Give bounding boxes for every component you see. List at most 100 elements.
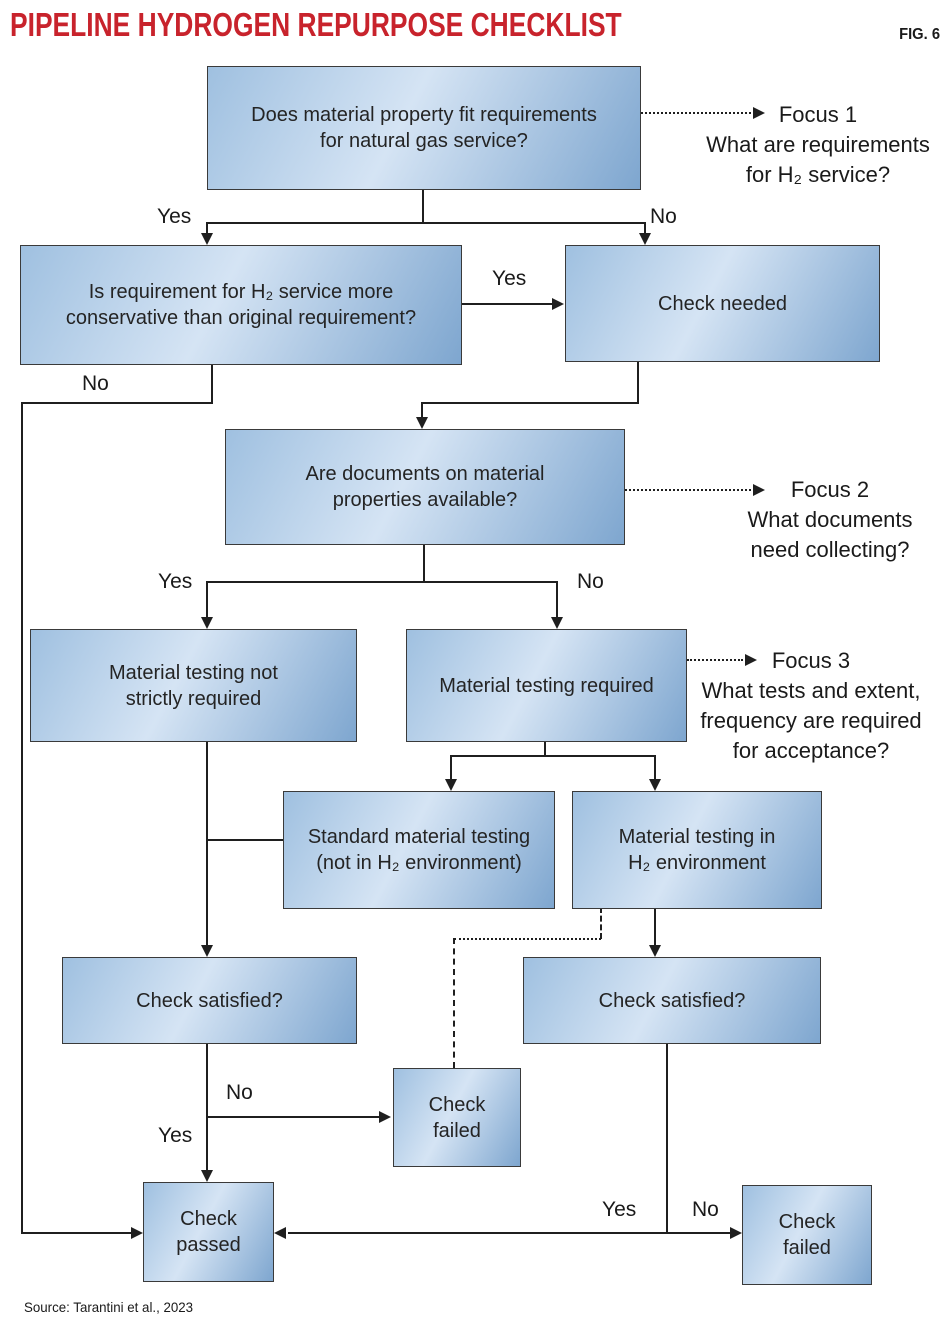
box-text-line: passed xyxy=(176,1234,241,1256)
connector-h2-to-satisfied xyxy=(654,907,656,945)
box-text-line: H₂ environment xyxy=(628,852,766,874)
edge-label-yes: Yes xyxy=(158,1124,193,1147)
connector-documents-branch xyxy=(206,581,558,583)
figure-label: FIG. 6 xyxy=(899,26,940,43)
box-text-line: Material testing required xyxy=(439,674,654,697)
edge-label-no: No xyxy=(82,372,109,395)
connector-satisfied-right-stem xyxy=(666,1042,668,1234)
flow-box-check-failed-mid: Check failed xyxy=(393,1068,521,1167)
box-text-line: failed xyxy=(433,1119,481,1142)
flow-box-check-satisfied-left: Check satisfied? xyxy=(62,957,357,1044)
box-text-line: Check needed xyxy=(658,292,787,315)
connector-into-check-passed-left xyxy=(21,1232,131,1234)
connector-conservative-no-stem xyxy=(211,363,213,404)
box-text-line: Does material property fit requirements xyxy=(251,104,597,126)
arrowhead-left-icon xyxy=(274,1227,286,1239)
edge-label-yes: Yes xyxy=(158,570,193,593)
connector-conservative-yes xyxy=(460,303,552,305)
connector-fit-no-drop xyxy=(644,222,646,234)
arrowhead-down-icon xyxy=(201,233,213,245)
box-text-line: Check xyxy=(428,1093,486,1116)
connector-satisfied-left-no xyxy=(207,1116,379,1118)
box-text-line: failed xyxy=(783,1237,831,1259)
connector-documents-no-drop xyxy=(556,581,558,617)
focus-note-line: What documents xyxy=(747,507,913,532)
edge-label-no: No xyxy=(577,570,604,593)
connector-fit-yes-drop xyxy=(206,222,208,234)
focus-note-line: for H₂ service? xyxy=(745,162,891,187)
connector-check-needed-elbow xyxy=(421,402,639,404)
focus2-dotted-line xyxy=(625,489,751,491)
focus-note-2: Focus 2 What documents need collecting? xyxy=(712,475,948,565)
arrowhead-right-icon xyxy=(131,1227,143,1239)
focus-note-line: need collecting? xyxy=(750,537,910,562)
page-title: PIPELINE HYDROGEN REPURPOSE CHECKLIST xyxy=(10,6,622,43)
flow-box-testing-required: Material testing required xyxy=(406,629,687,742)
flow-box-requirement-conservative: Is requirement for H₂ service more conse… xyxy=(20,245,462,365)
box-text-line: properties available? xyxy=(332,489,518,511)
box-text-line: for natural gas service? xyxy=(320,130,528,152)
focus-note-3: Focus 3 What tests and extent, frequency… xyxy=(688,646,934,766)
dashed-h2-fail-stem xyxy=(600,907,602,939)
edge-label-yes: Yes xyxy=(492,267,527,290)
connector-conservative-no-elbow xyxy=(21,402,213,404)
connector-fit-stem xyxy=(422,188,424,222)
flow-box-check-passed: Check passed xyxy=(143,1182,274,1282)
edge-label-no: No xyxy=(692,1198,719,1221)
flow-box-material-fit: Does material property fit requirements … xyxy=(207,66,641,190)
box-text-line: (not in H₂ environment) xyxy=(316,852,522,874)
edge-label-no: No xyxy=(650,205,677,228)
flow-box-testing-not-required: Material testing not strictly required xyxy=(30,629,357,742)
connector-testing-required-stem xyxy=(544,740,546,757)
arrowhead-down-icon xyxy=(201,945,213,957)
arrowhead-down-icon xyxy=(639,233,651,245)
focus-note-line: for acceptance? xyxy=(732,738,890,763)
box-text-line: conservative than original requirement? xyxy=(65,307,417,329)
arrowhead-down-icon xyxy=(649,945,661,957)
box-text-line: strictly required xyxy=(125,687,262,710)
arrowhead-down-icon xyxy=(201,1170,213,1182)
focus-note-line: Focus 2 xyxy=(790,477,870,502)
arrowhead-down-icon xyxy=(201,617,213,629)
arrowhead-right-icon xyxy=(753,107,765,119)
connector-documents-stem xyxy=(423,543,425,583)
connector-satisfied-right-no xyxy=(667,1232,730,1234)
dashed-h2-fail-drop xyxy=(453,938,455,1068)
edge-label-yes: Yes xyxy=(157,205,192,228)
arrowhead-right-icon xyxy=(745,654,757,666)
box-text-line: Is requirement for H₂ service more xyxy=(88,281,394,303)
connector-not-required-stem xyxy=(206,740,208,945)
flow-box-check-needed: Check needed xyxy=(565,245,880,362)
focus1-dotted-line xyxy=(641,112,751,114)
box-text-line: Are documents on material xyxy=(305,463,545,485)
connector-standard-drop xyxy=(450,755,452,779)
arrowhead-right-icon xyxy=(753,484,765,496)
flow-box-check-failed-right: Check failed xyxy=(742,1185,872,1285)
edge-label-no: No xyxy=(226,1081,253,1104)
connector-testing-branch xyxy=(450,755,656,757)
focus-note-line: frequency are required xyxy=(700,708,922,733)
flow-box-standard-testing: Standard material testing (not in H₂ env… xyxy=(283,791,555,909)
arrowhead-down-icon xyxy=(416,417,428,429)
arrowhead-right-icon xyxy=(730,1227,742,1239)
arrowhead-down-icon xyxy=(649,779,661,791)
arrowhead-right-icon xyxy=(552,298,564,310)
focus-note-line: Focus 1 xyxy=(778,102,858,127)
connector-fit-branch xyxy=(206,222,646,224)
edge-label-yes: Yes xyxy=(602,1198,637,1221)
connector-into-documents xyxy=(421,402,423,417)
connector-satisfied-right-yes xyxy=(288,1232,666,1234)
box-text-line: Check xyxy=(778,1211,836,1233)
flow-box-check-satisfied-right: Check satisfied? xyxy=(523,957,821,1044)
flow-box-h2-testing: Material testing in H₂ environment xyxy=(572,791,822,909)
focus-note-line: Focus 3 xyxy=(771,648,851,673)
box-text-line: Material testing in xyxy=(618,826,776,848)
arrowhead-down-icon xyxy=(445,779,457,791)
connector-satisfied-left-yes xyxy=(206,1042,208,1170)
dashed-h2-fail-elbow xyxy=(454,938,601,940)
flow-box-documents-available: Are documents on material properties ava… xyxy=(225,429,625,545)
focus-note-line: What are requirements xyxy=(706,132,930,157)
focus3-dotted-line xyxy=(687,659,743,661)
arrowhead-right-icon xyxy=(379,1111,391,1123)
